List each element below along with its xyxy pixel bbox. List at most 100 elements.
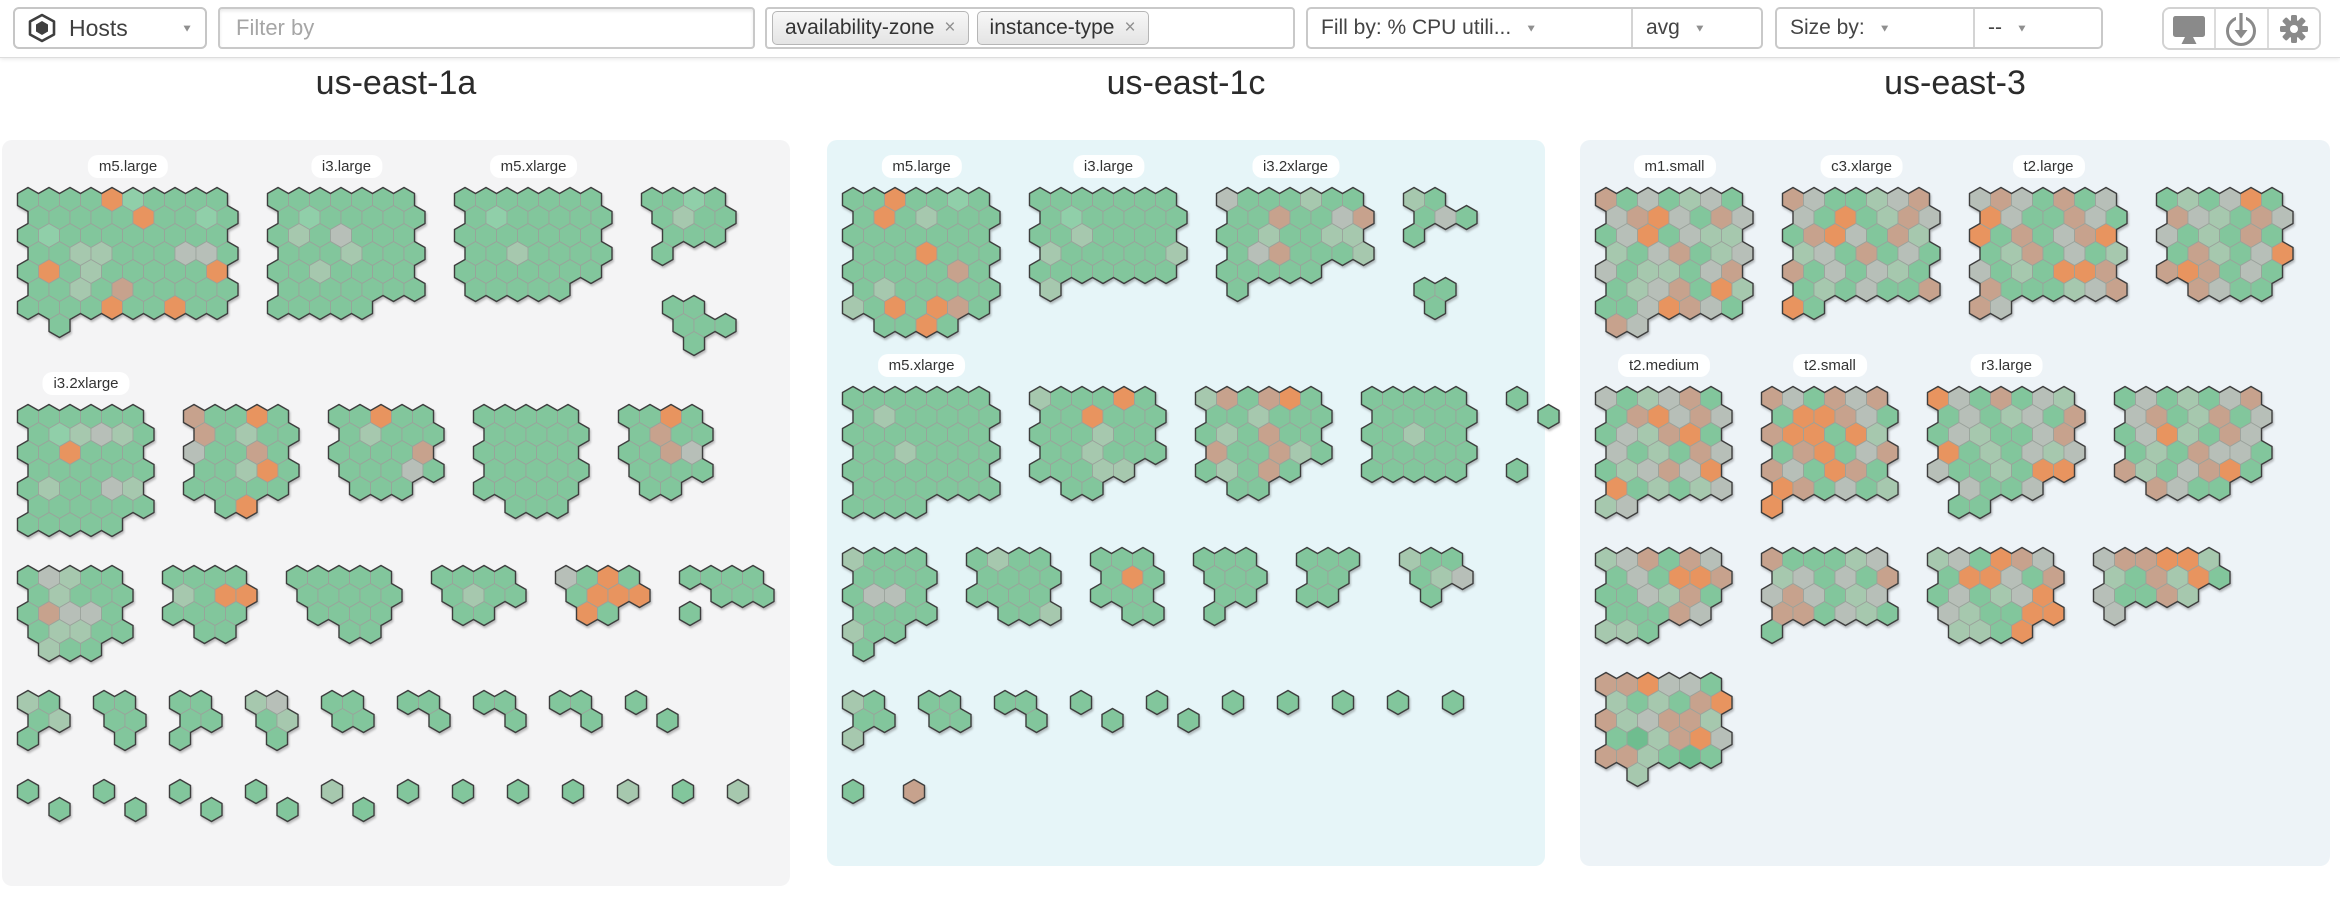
remove-tag-icon[interactable]: × xyxy=(1124,17,1136,38)
instance-type-cluster[interactable] xyxy=(917,689,973,734)
instance-type-cluster[interactable] xyxy=(472,689,528,734)
instance-type-cluster-m5.large[interactable]: m5.large xyxy=(16,155,240,339)
monitor-button[interactable] xyxy=(2164,9,2215,48)
instance-type-cluster[interactable] xyxy=(92,778,148,823)
instance-type-cluster[interactable] xyxy=(92,689,148,752)
instance-type-cluster[interactable] xyxy=(2113,385,2274,502)
instance-type-cluster[interactable] xyxy=(671,778,706,805)
instance-type-cluster[interactable] xyxy=(16,564,135,663)
filter-input[interactable] xyxy=(218,7,755,49)
instance-type-cluster[interactable] xyxy=(2155,186,2295,303)
instance-type-cluster-i3.2xlarge[interactable]: i3.2xlarge xyxy=(16,372,156,538)
instance-type-cluster[interactable] xyxy=(472,403,591,520)
instance-type-cluster[interactable] xyxy=(16,689,72,752)
instance-type-cluster[interactable] xyxy=(965,546,1063,627)
instance-type-cluster-i3.2xlarge[interactable]: i3.2xlarge xyxy=(1215,155,1376,303)
instance-type-cluster[interactable] xyxy=(2092,546,2232,627)
instance-type-cluster[interactable] xyxy=(244,689,300,752)
instance-type-cluster-i3.large[interactable]: i3.large xyxy=(266,155,427,321)
instance-type-cluster[interactable] xyxy=(617,403,715,502)
instance-type-cluster[interactable] xyxy=(1331,689,1366,716)
instance-type-cluster[interactable] xyxy=(244,778,300,823)
download-icon xyxy=(2219,9,2263,48)
instance-type-label: m5.large xyxy=(87,155,169,178)
chevron-down-icon: ▼ xyxy=(1878,22,1891,34)
instance-type-cluster-m5.xlarge[interactable]: m5.xlarge xyxy=(453,155,614,303)
instance-type-cluster[interactable] xyxy=(640,186,738,357)
instance-type-cluster[interactable] xyxy=(1926,546,2066,645)
instance-type-cluster[interactable] xyxy=(554,564,652,627)
instance-type-cluster[interactable] xyxy=(1594,546,1734,645)
instance-type-cluster-m5.large[interactable]: m5.large xyxy=(841,155,1002,339)
instance-type-cluster[interactable] xyxy=(1295,546,1372,609)
instance-type-cluster[interactable] xyxy=(430,564,528,627)
instance-type-cluster[interactable] xyxy=(1360,385,1479,484)
instance-type-cluster[interactable] xyxy=(161,564,259,645)
instance-type-cluster-c3.xlarge[interactable]: c3.xlarge xyxy=(1781,155,1942,321)
tag-instance-type[interactable]: instance-type × xyxy=(976,11,1149,45)
instance-type-cluster[interactable] xyxy=(726,778,761,805)
instance-type-cluster[interactable] xyxy=(616,778,651,805)
fill-by-select[interactable]: Fill by: % CPU utili... ▼ xyxy=(1308,9,1631,47)
chevron-down-icon: ▼ xyxy=(181,22,193,34)
instance-type-cluster[interactable] xyxy=(1028,385,1168,502)
hosts-dropdown[interactable]: Hosts ▼ xyxy=(13,7,207,49)
size-by-value: -- xyxy=(1988,16,2002,39)
group-header-us-east-1c: us-east-1c xyxy=(1106,64,1266,102)
size-by-select[interactable]: Size by: ▼ xyxy=(1777,9,1973,47)
instance-type-cluster[interactable] xyxy=(285,564,404,645)
instance-type-cluster[interactable] xyxy=(1441,689,1476,716)
instance-type-cluster[interactable] xyxy=(396,689,452,734)
instance-type-cluster[interactable] xyxy=(396,778,431,805)
instance-type-cluster[interactable] xyxy=(320,778,376,823)
instance-type-cluster[interactable] xyxy=(451,778,486,805)
instance-type-cluster[interactable] xyxy=(1145,689,1201,734)
instance-type-cluster[interactable] xyxy=(168,689,224,752)
instance-type-cluster-t2.small[interactable]: t2.small xyxy=(1760,354,1900,520)
instance-type-label: m1.small xyxy=(1633,155,1716,178)
instance-type-cluster[interactable] xyxy=(1402,186,1479,321)
instance-type-cluster[interactable] xyxy=(993,689,1049,734)
instance-type-cluster[interactable] xyxy=(1221,689,1256,716)
instance-type-cluster[interactable] xyxy=(1069,689,1125,734)
instance-type-cluster[interactable] xyxy=(841,689,897,752)
size-by-value-select[interactable]: -- ▼ xyxy=(1973,9,2101,47)
instance-type-cluster[interactable] xyxy=(16,778,72,823)
instance-type-cluster-m1.small[interactable]: m1.small xyxy=(1594,155,1755,339)
instance-type-cluster[interactable] xyxy=(561,778,596,805)
remove-tag-icon[interactable]: × xyxy=(944,17,956,38)
instance-type-cluster[interactable] xyxy=(624,689,680,734)
instance-type-cluster-t2.medium[interactable]: t2.medium xyxy=(1594,354,1734,520)
instance-type-cluster[interactable] xyxy=(841,778,876,805)
instance-type-cluster[interactable] xyxy=(1386,689,1421,716)
instance-type-cluster[interactable] xyxy=(548,689,604,734)
instance-type-cluster[interactable] xyxy=(182,403,301,520)
chevron-down-icon: ▼ xyxy=(1693,22,1706,34)
download-button[interactable] xyxy=(2214,9,2267,48)
instance-type-cluster[interactable] xyxy=(1594,671,1734,788)
instance-type-cluster[interactable] xyxy=(1398,546,1475,609)
monitor-icon xyxy=(2167,9,2211,48)
instance-type-cluster[interactable] xyxy=(1192,546,1269,627)
instance-type-cluster[interactable] xyxy=(1276,689,1311,716)
instance-type-cluster[interactable] xyxy=(320,689,376,734)
tag-filter-box[interactable]: availability-zone × instance-type × xyxy=(765,7,1295,49)
instance-type-cluster-r3.large[interactable]: r3.large xyxy=(1926,354,2087,520)
instance-type-cluster[interactable] xyxy=(1505,385,1561,484)
instance-type-cluster[interactable] xyxy=(902,778,937,805)
instance-type-cluster[interactable] xyxy=(168,778,224,823)
instance-type-cluster[interactable] xyxy=(327,403,446,502)
instance-type-cluster[interactable] xyxy=(841,546,939,663)
tag-availability-zone[interactable]: availability-zone × xyxy=(772,11,969,45)
settings-button[interactable]: /**/ xyxy=(2266,9,2319,48)
instance-type-cluster[interactable] xyxy=(506,778,541,805)
instance-type-cluster[interactable] xyxy=(1760,546,1900,645)
instance-type-cluster[interactable] xyxy=(678,564,776,627)
aggregation-select[interactable]: avg ▼ xyxy=(1631,9,1761,47)
instance-type-cluster[interactable] xyxy=(1089,546,1166,627)
instance-type-cluster[interactable] xyxy=(1194,385,1334,502)
gear-icon: /**/ xyxy=(2272,9,2316,48)
instance-type-cluster-m5.xlarge[interactable]: m5.xlarge xyxy=(841,354,1002,520)
instance-type-cluster-t2.large[interactable]: t2.large xyxy=(1968,155,2129,321)
instance-type-cluster-i3.large[interactable]: i3.large xyxy=(1028,155,1189,303)
